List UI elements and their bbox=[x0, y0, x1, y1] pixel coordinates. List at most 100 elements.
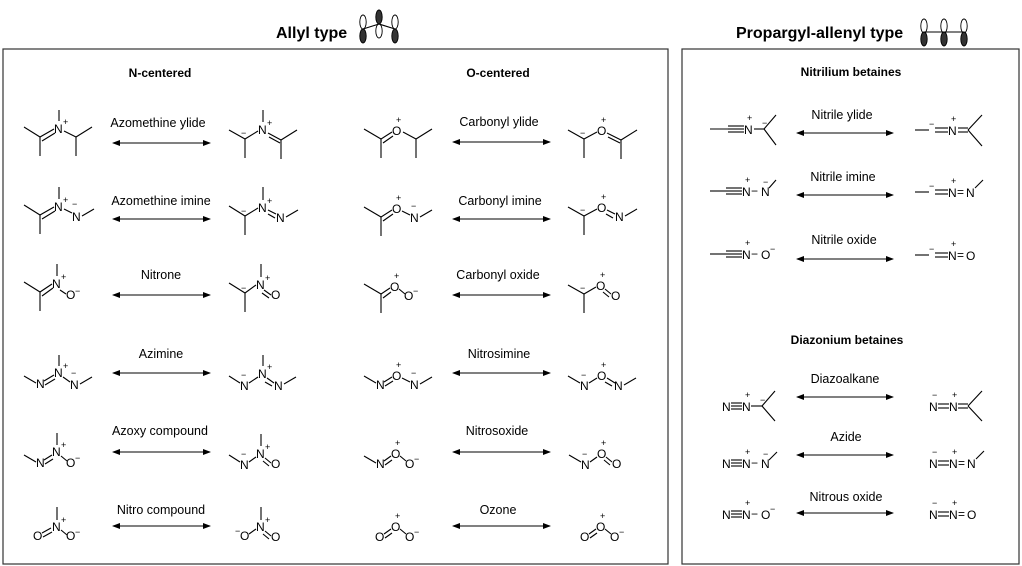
ozone-right: O O + O − bbox=[580, 511, 624, 544]
svg-text:O: O bbox=[596, 279, 605, 293]
svg-text:−: − bbox=[763, 449, 768, 459]
svg-text:O: O bbox=[66, 529, 75, 543]
svg-text:O: O bbox=[597, 447, 606, 461]
svg-text:+: + bbox=[61, 515, 66, 525]
svg-text:O: O bbox=[391, 520, 400, 534]
svg-text:=: = bbox=[958, 507, 965, 521]
svg-text:−: − bbox=[932, 447, 937, 457]
svg-text:+: + bbox=[601, 115, 606, 125]
o-centered-header: O-centered bbox=[466, 66, 529, 80]
svg-text:N: N bbox=[722, 508, 731, 522]
svg-text:O: O bbox=[404, 289, 413, 303]
diazoalkane-right: − N N + bbox=[929, 390, 983, 422]
label-nitro-compound: Nitro compound bbox=[117, 503, 205, 517]
ozone-left: O O + O − bbox=[375, 511, 419, 544]
svg-text:N: N bbox=[52, 277, 61, 291]
svg-text:N: N bbox=[36, 456, 45, 470]
svg-text:O: O bbox=[375, 530, 384, 544]
diazonium-betaines-header: Diazonium betaines bbox=[791, 333, 904, 347]
svg-text:O: O bbox=[390, 280, 399, 294]
svg-text:=: = bbox=[957, 248, 964, 262]
svg-text:+: + bbox=[396, 193, 401, 203]
svg-text:N: N bbox=[70, 378, 79, 392]
svg-text:−: − bbox=[762, 118, 767, 128]
azide-left: N N + − − N bbox=[722, 447, 778, 471]
svg-text:N: N bbox=[742, 508, 751, 522]
carbonyl-imine-right: − O + N bbox=[567, 192, 638, 235]
svg-text:O: O bbox=[610, 530, 619, 544]
label-azomethine-ylide: Azomethine ylide bbox=[110, 116, 205, 130]
label-nitrile-oxide: Nitrile oxide bbox=[811, 233, 876, 247]
o-centered-labels: Carbonyl ylide Carbonyl imine Carbonyl o… bbox=[456, 115, 541, 517]
label-carbonyl-ylide: Carbonyl ylide bbox=[459, 115, 538, 129]
svg-text:N: N bbox=[258, 201, 267, 215]
svg-text:O: O bbox=[392, 369, 401, 383]
svg-text:+: + bbox=[745, 390, 750, 400]
svg-text:+: + bbox=[600, 511, 605, 521]
azomethine-imine-left: N + − N bbox=[23, 187, 95, 234]
svg-text:−: − bbox=[763, 177, 768, 187]
svg-text:N: N bbox=[581, 458, 590, 472]
svg-text:−: − bbox=[760, 395, 765, 405]
svg-text:−: − bbox=[75, 286, 80, 296]
svg-text:−: − bbox=[770, 244, 775, 254]
svg-text:−: − bbox=[411, 201, 416, 211]
svg-text:−: − bbox=[71, 368, 76, 378]
svg-text:O: O bbox=[66, 288, 75, 302]
svg-text:N: N bbox=[761, 185, 770, 199]
propargyl-orbitals-icon bbox=[920, 18, 968, 47]
svg-text:N: N bbox=[52, 445, 61, 459]
svg-text:−: − bbox=[580, 283, 585, 293]
label-carbonyl-oxide: Carbonyl oxide bbox=[456, 268, 539, 282]
diazoalkane-left: N N + − bbox=[722, 390, 776, 422]
svg-text:+: + bbox=[61, 272, 66, 282]
svg-text:O: O bbox=[405, 530, 414, 544]
diazonium-labels: Diazoalkane Azide Nitrous oxide bbox=[810, 372, 883, 504]
nitrosoxide-right: − N O + O bbox=[568, 438, 621, 472]
nitrile-imine-left: N + − − N bbox=[710, 175, 777, 199]
label-azomethine-imine: Azomethine imine bbox=[111, 194, 210, 208]
svg-text:N: N bbox=[72, 210, 81, 224]
label-azide: Azide bbox=[830, 430, 861, 444]
azomethine-ylide-right: − N + bbox=[228, 110, 298, 159]
svg-text:N: N bbox=[258, 123, 267, 137]
nitrous-oxide-right: − N N + = O bbox=[929, 498, 976, 522]
svg-text:−: − bbox=[75, 527, 80, 537]
svg-text:+: + bbox=[951, 114, 956, 124]
azoxy-compound-left: N N + O − bbox=[23, 433, 80, 470]
svg-text:O: O bbox=[271, 530, 280, 544]
svg-text:+: + bbox=[265, 515, 270, 525]
svg-text:N: N bbox=[742, 248, 751, 262]
svg-text:−: − bbox=[241, 370, 246, 380]
svg-text:O: O bbox=[240, 529, 249, 543]
svg-text:+: + bbox=[396, 360, 401, 370]
allyl-type-title: Allyl type bbox=[276, 25, 347, 42]
svg-text:+: + bbox=[747, 113, 752, 123]
azomethine-imine-right: − N + N bbox=[228, 187, 299, 235]
svg-text:N: N bbox=[744, 123, 753, 137]
azoxy-compound-right: − N N + O bbox=[228, 434, 280, 472]
svg-text:N: N bbox=[54, 366, 63, 380]
label-nitrous-oxide: Nitrous oxide bbox=[810, 490, 883, 504]
svg-text:+: + bbox=[601, 192, 606, 202]
resonance-arrows bbox=[112, 130, 894, 529]
label-ozone: Ozone bbox=[480, 503, 517, 517]
svg-text:N: N bbox=[929, 400, 938, 414]
svg-text:N: N bbox=[761, 457, 770, 471]
svg-text:O: O bbox=[271, 288, 280, 302]
svg-text:−: − bbox=[751, 184, 758, 198]
svg-text:O: O bbox=[392, 124, 401, 138]
svg-text:N: N bbox=[948, 186, 957, 200]
svg-text:O: O bbox=[761, 248, 770, 262]
carbonyl-imine-left: O + − N bbox=[363, 193, 433, 236]
svg-text:−: − bbox=[929, 119, 934, 129]
nitrosimine-left: N O + − N bbox=[363, 360, 433, 392]
svg-text:N: N bbox=[966, 186, 975, 200]
svg-text:+: + bbox=[267, 118, 272, 128]
svg-text:+: + bbox=[745, 498, 750, 508]
nitrilium-betaines-header: Nitrilium betaines bbox=[801, 65, 902, 79]
svg-text:−: − bbox=[75, 453, 80, 463]
nitrile-ylide-right: − N + bbox=[915, 114, 983, 147]
svg-text:−: − bbox=[241, 128, 246, 138]
